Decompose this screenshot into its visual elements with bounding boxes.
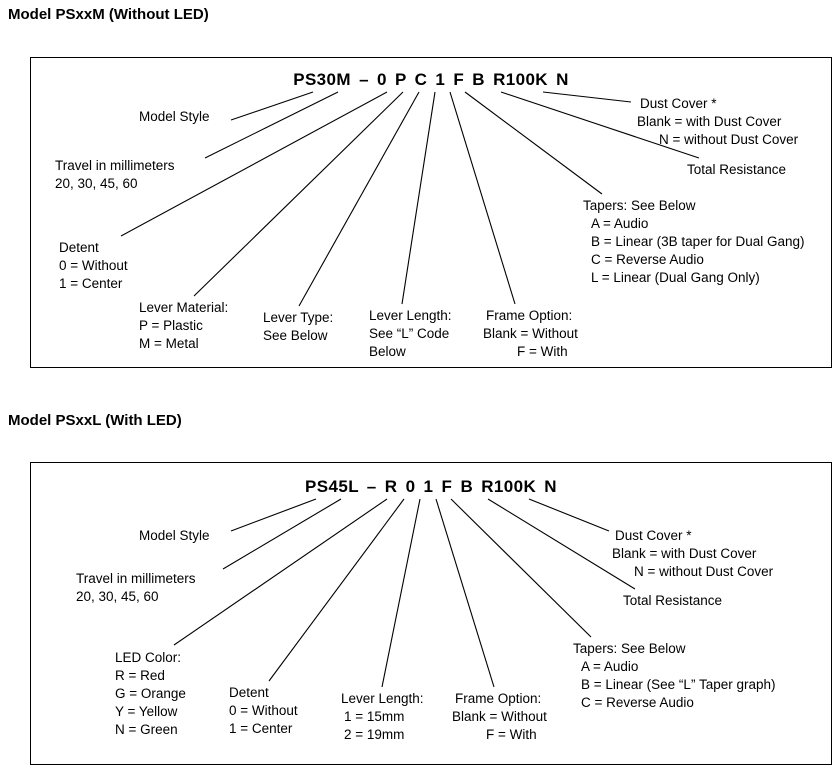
leader-frame-option xyxy=(435,498,495,688)
callout-line: A = Audio xyxy=(581,659,639,674)
leader-lever-length xyxy=(401,91,436,305)
callout-line: L = Linear (Dual Gang Only) xyxy=(591,270,760,285)
callout-line: N = Green xyxy=(115,722,178,737)
psxxl-diagram-box: PS45L – R 0 1 F B R100K N Model Style Tr… xyxy=(30,462,832,765)
callout-lever-length: Lever Length: 1 = 15mm 2 = 19mm xyxy=(341,690,424,744)
callout-dust-cover: Dust Cover * Blank = with Dust Cover N =… xyxy=(612,527,773,581)
callout-line: B = Linear (3B taper for Dual Gang) xyxy=(591,234,805,249)
callout-line: Frame Option: xyxy=(486,308,573,323)
leader-lever-length xyxy=(381,498,421,688)
callout-dust-cover: Dust Cover * Blank = with Dust Cover N =… xyxy=(637,95,798,149)
callout-line: Model Style xyxy=(139,528,210,543)
psxxm-diagram-box: PS30M – 0 P C 1 F B R100K N Model Style … xyxy=(30,57,832,368)
callout-line: Dust Cover * xyxy=(615,528,692,543)
leader-total-resistance xyxy=(500,91,700,159)
callout-total-resistance: Total Resistance xyxy=(687,161,786,179)
callout-line: Frame Option: xyxy=(455,691,542,706)
callout-travel: Travel in millimeters 20, 30, 45, 60 xyxy=(55,157,175,193)
callout-travel: Travel in millimeters 20, 30, 45, 60 xyxy=(76,570,196,606)
part-number-psxxl: PS45L – R 0 1 F B R100K N xyxy=(305,477,557,496)
leader-travel xyxy=(204,91,339,159)
callout-model-style: Model Style xyxy=(139,108,210,126)
callout-lever-length: Lever Length: See “L” Code Below xyxy=(369,307,452,361)
callout-line: Lever Length: xyxy=(341,691,424,706)
callout-model-style: Model Style xyxy=(139,527,210,545)
callout-line: C = Reverse Audio xyxy=(591,252,704,267)
callout-line: Lever Length: xyxy=(369,308,452,323)
callout-line: Below xyxy=(369,344,406,359)
callout-detent: Detent 0 = Without 1 = Center xyxy=(229,684,298,738)
callout-line: M = Metal xyxy=(139,336,199,351)
callout-line: Y = Yellow xyxy=(115,704,178,719)
callout-line: F = With xyxy=(486,727,537,742)
callout-line: 1 = Center xyxy=(229,721,293,736)
callout-line: 0 = Without xyxy=(229,703,298,718)
callout-line: Travel in millimeters xyxy=(55,158,175,173)
callout-tapers: Tapers: See Below A = Audio B = Linear (… xyxy=(573,640,775,712)
callout-line: Dust Cover * xyxy=(640,96,717,111)
leader-detent xyxy=(268,498,405,682)
section-heading-psxxm: Model PSxxM (Without LED) xyxy=(8,6,209,23)
callout-line: 1 = Center xyxy=(59,276,123,291)
callout-line: B = Linear (See “L” Taper graph) xyxy=(581,677,776,692)
callout-line: F = With xyxy=(517,344,568,359)
callout-line: Travel in millimeters xyxy=(76,571,196,586)
leader-model-style xyxy=(230,91,314,121)
leader-detent xyxy=(120,91,388,237)
callout-total-resistance: Total Resistance xyxy=(623,592,722,610)
callout-line: Tapers: See Below xyxy=(583,198,696,213)
part-number-psxxm: PS30M – 0 P C 1 F B R100K N xyxy=(293,70,569,89)
callout-line: Blank = Without xyxy=(452,709,547,724)
leader-led-color xyxy=(173,498,388,646)
callout-line: N = without Dust Cover xyxy=(659,132,799,147)
callout-lever-material: Lever Material: P = Plastic M = Metal xyxy=(139,299,228,353)
callout-line: 20, 30, 45, 60 xyxy=(76,589,159,604)
leader-model-style xyxy=(230,498,317,532)
callout-lever-type: Lever Type: See Below xyxy=(263,309,333,345)
callout-line: Total Resistance xyxy=(687,162,787,177)
leader-frame-option xyxy=(449,91,516,305)
callout-line: C = Reverse Audio xyxy=(581,695,694,710)
leader-tapers xyxy=(450,498,592,638)
leader-tapers xyxy=(464,91,603,195)
callout-frame-option: Frame Option: Blank = Without F = With xyxy=(483,307,578,361)
callout-line: G = Orange xyxy=(115,686,186,701)
section-heading-psxxl: Model PSxxL (With LED) xyxy=(8,412,182,429)
callout-line: LED Color: xyxy=(115,650,182,665)
leader-dust-cover xyxy=(528,498,610,532)
callout-line: P = Plastic xyxy=(139,318,203,333)
leader-dust-cover xyxy=(542,91,632,103)
callout-line: Total Resistance xyxy=(623,593,723,608)
callout-tapers: Tapers: See Below A = Audio B = Linear (… xyxy=(583,197,805,287)
callout-line: N = without Dust Cover xyxy=(634,564,774,579)
callout-line: 0 = Without xyxy=(59,258,128,273)
callout-line: Blank = with Dust Cover xyxy=(612,546,757,561)
callout-line: See Below xyxy=(263,328,328,343)
leader-travel xyxy=(222,498,342,570)
leader-total-resistance xyxy=(487,498,636,590)
callout-line: 2 = 19mm xyxy=(344,727,405,742)
callout-line: Tapers: See Below xyxy=(573,641,686,656)
callout-line: Lever Type: xyxy=(263,310,334,325)
callout-line: Model Style xyxy=(139,109,210,124)
callout-detent: Detent 0 = Without 1 = Center xyxy=(59,239,128,293)
callout-line: A = Audio xyxy=(591,216,649,231)
callout-line: Detent xyxy=(59,240,99,255)
leader-lever-type xyxy=(298,91,420,307)
callout-line: 20, 30, 45, 60 xyxy=(55,176,138,191)
callout-line: Detent xyxy=(229,685,269,700)
callout-led-color: LED Color: R = Red G = Orange Y = Yellow… xyxy=(115,649,186,739)
psxxm-leader-lines xyxy=(120,91,700,307)
psxxl-leader-lines xyxy=(173,498,636,688)
callout-frame-option: Frame Option: Blank = Without F = With xyxy=(452,690,547,744)
callout-line: Blank = Without xyxy=(483,326,578,341)
callout-line: See “L” Code xyxy=(369,326,450,341)
leader-lever-material xyxy=(193,91,404,297)
callout-line: 1 = 15mm xyxy=(344,709,405,724)
callout-line: R = Red xyxy=(115,668,165,683)
callout-line: Lever Material: xyxy=(139,300,229,315)
callout-line: Blank = with Dust Cover xyxy=(637,114,782,129)
